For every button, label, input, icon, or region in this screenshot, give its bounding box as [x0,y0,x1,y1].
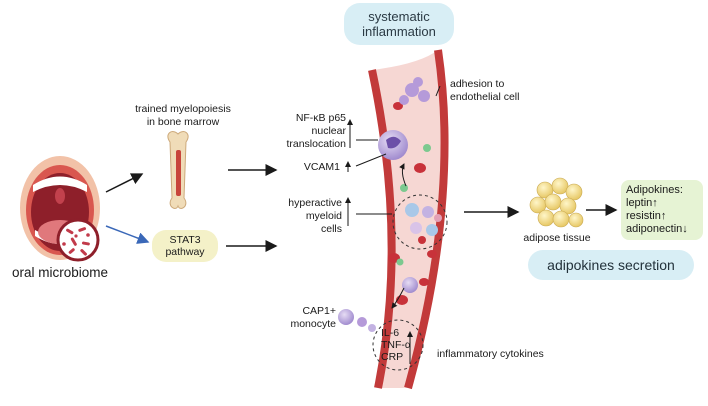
bone-icon [167,131,189,209]
hyperactive-cells-zone [392,194,448,250]
adipokines-title: Adipokines: [626,184,683,196]
systematic-inflammation-pill: systematic inflammation [344,3,454,45]
pointer-adhesion [435,85,441,97]
nfkb-label: NF-κB p65 nuclear translocation [286,112,346,150]
cytokine-zone [372,319,424,371]
vessel-wall-right [404,49,449,390]
adiponectin-label: adiponectin [626,223,683,235]
leptin-up-arrow: ↑ [652,197,658,209]
resistin-up-arrow: ↑ [660,210,667,222]
resistin-label: resistin [626,210,661,222]
arrow-hyperactive-to-nfkb [399,163,407,187]
red-blood-cells [388,102,437,305]
adipose-tissue-label: adipose tissue [523,232,591,244]
pointer-vcam1 [355,153,387,167]
adiponectin-down-arrow: ↓ [682,223,688,235]
adhering-monocytes [399,77,430,105]
upper-teeth [33,176,87,192]
cap1-monocyte-label: CAP1+ monocyte [290,305,336,330]
trained-myelopoiesis-label: trained myelopoiesis in bone marrow [135,103,231,128]
leptin-label: leptin [626,197,653,209]
uvula [55,188,65,204]
hyperactive-myeloid-label: hyperactive myeloid cells [288,197,342,235]
microbiome-magnifier-icon [56,218,100,262]
adipose-tissue-icon [529,177,584,228]
adipokines-box: Adipokines: leptin↑ resistin↑ adiponecti… [621,180,703,240]
title-label: systematic inflammation [362,9,436,39]
adipokines-secretion-label: adipokines secretion [547,257,675,273]
adhesion-label: adhesion to endothelial cell [450,78,520,103]
stat3-pathway-pill: STAT3 pathway [152,230,218,262]
oral-microbiome-label: oral microbiome [11,265,109,280]
blood-vessel-illustration [368,49,449,390]
arrow-mouth-to-bone-marrow [105,173,144,193]
arrow-monocyte-to-cytokines [391,287,405,309]
monocyte-nf-kb [378,130,408,160]
hyperactive-myeloid-cells [405,203,442,244]
stat3-label: STAT3 pathway [165,234,205,258]
monocyte-lower [402,277,418,293]
vessel-wall-left [368,69,396,389]
adipokines-secretion-pill: adipokines secretion [528,250,694,280]
arrow-mouth-to-stat3 [105,225,150,244]
inflammatory-cytokines-label: inflammatory cytokines [437,348,544,360]
cytokines-list: IL-6 TNF-α CRP [381,327,411,363]
cap1-monocyte-icon [338,309,376,332]
vcam1-label: VCAM1 [303,161,340,173]
